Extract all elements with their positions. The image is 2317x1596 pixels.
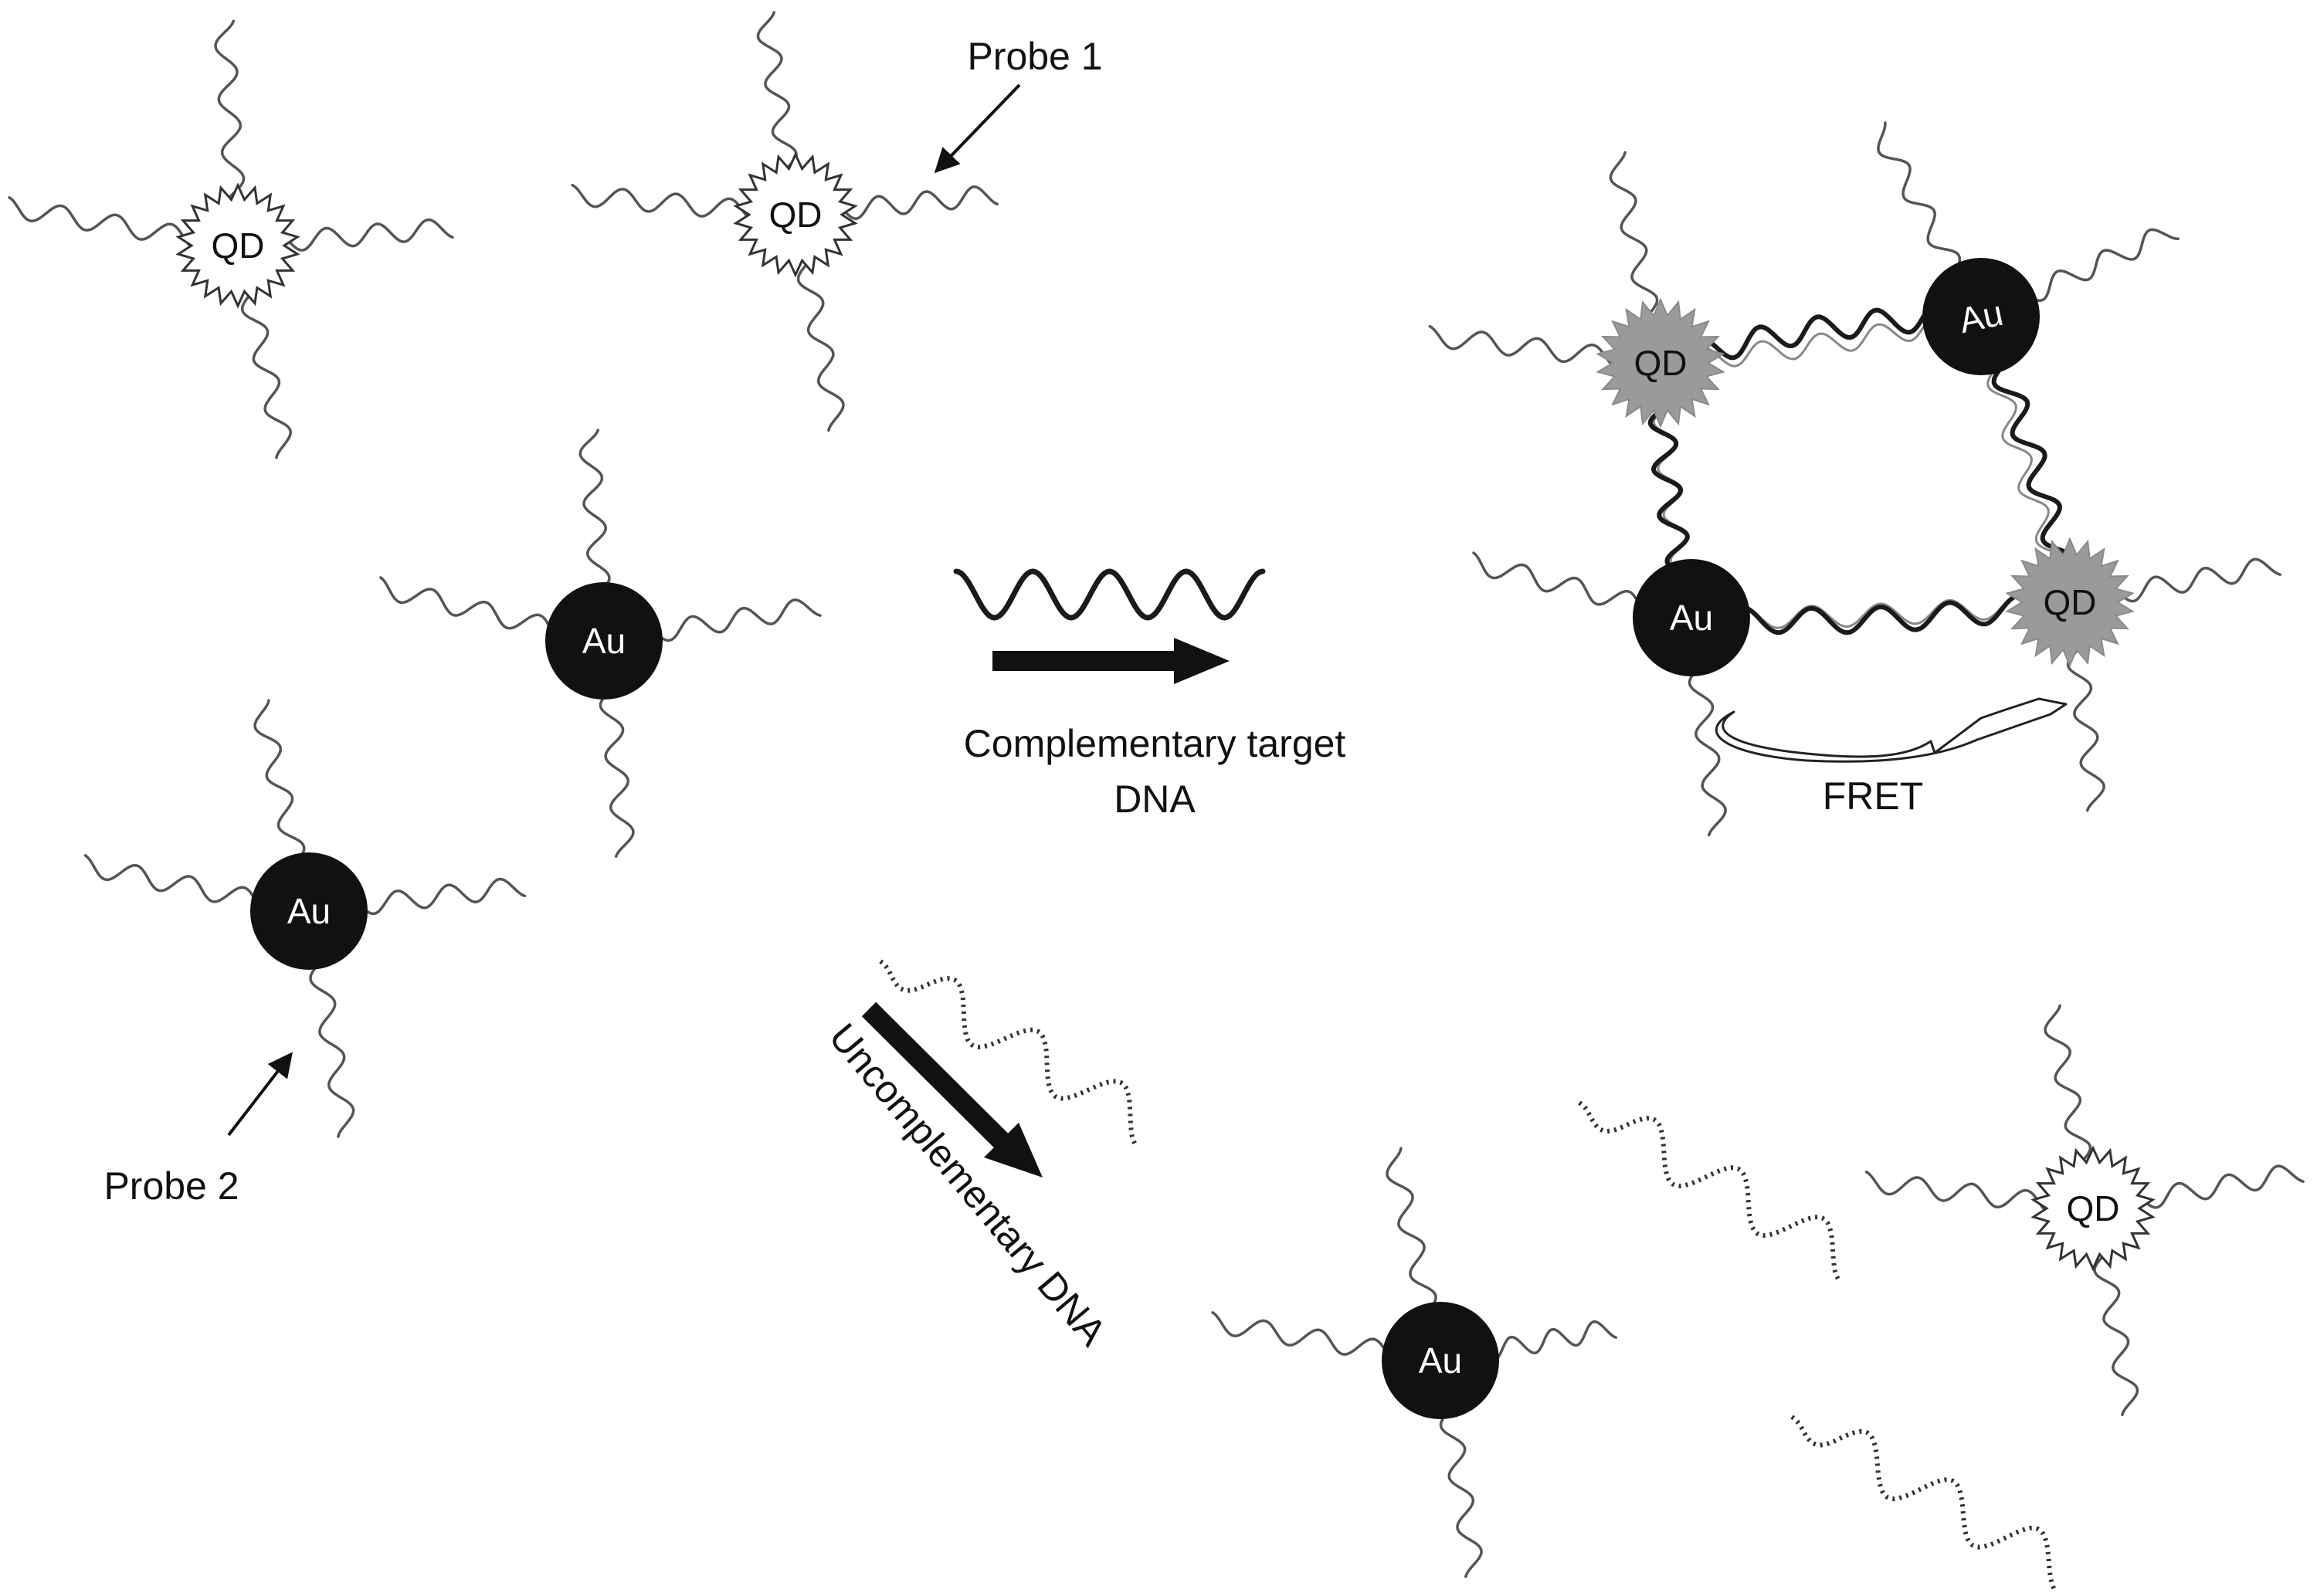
- fret-curved-arrow: [1715, 697, 2068, 763]
- complementary-label-line2: DNA: [1114, 778, 1196, 821]
- complementary-reaction: Complementary target DNA: [953, 568, 1346, 821]
- qd-free-2-particle: QD: [733, 151, 858, 278]
- qd-label: QD: [769, 195, 823, 235]
- uncomplementary-dna-strand-2: [1578, 1100, 1841, 1282]
- au-sphere-shape: [545, 582, 663, 700]
- qd-star-shape: [175, 182, 300, 309]
- au-label: Au: [287, 891, 331, 931]
- qd-label: QD: [2044, 582, 2097, 622]
- uncomplementary-label: Uncomplementary DNA: [821, 1015, 1115, 1354]
- probe1-label: Probe 1: [967, 35, 1102, 78]
- complementary-target-strand: [953, 568, 1266, 621]
- qd-bound-bottom-right: QD: [2005, 537, 2135, 668]
- au-label: Au: [1956, 293, 2007, 341]
- au-sphere-shape: [1382, 1302, 1499, 1419]
- qd-star-shape: [733, 151, 858, 278]
- qd-star-shape: [2005, 537, 2135, 668]
- qd-bound-top-left: QD: [1596, 297, 1725, 429]
- probe2-label: Probe 2: [103, 1164, 239, 1208]
- uncomplementary-reaction: Uncomplementary DNA: [821, 1001, 1115, 1354]
- fret-indicator: FRET: [1715, 697, 2068, 818]
- au-label: Au: [1419, 1340, 1462, 1381]
- probe1-pointer: Probe 1: [934, 35, 1103, 174]
- probe2-arrow: [227, 1052, 293, 1137]
- complementary-label-line1: Complementary target: [964, 722, 1346, 765]
- au-sphere-shape: [250, 852, 368, 970]
- probe1-arrow: [934, 83, 1021, 174]
- qd-free-bottom-particle: QD: [2030, 1145, 2156, 1272]
- au-sphere-shape: [1922, 258, 2040, 375]
- au-bound-top-right: Au: [1922, 258, 2040, 375]
- au-sphere-shape: [1633, 559, 1750, 676]
- complementary-arrow: [992, 638, 1230, 684]
- au-free-bottom-particle: Au: [1382, 1302, 1499, 1419]
- qd-label: QD: [2067, 1188, 2120, 1228]
- probe2-pointer: Probe 2: [103, 1052, 293, 1208]
- au-label: Au: [1670, 598, 1713, 638]
- au-bound-bottom-left: Au: [1633, 559, 1750, 676]
- qd-label: QD: [212, 225, 265, 266]
- uncomplementary-arrow: [861, 1001, 1043, 1178]
- qd-free-1-particle: QD: [175, 182, 300, 309]
- fret-label: FRET: [1823, 774, 1924, 818]
- au-free-2-particle: Au: [250, 852, 368, 970]
- hybrid-target-strand-4: [1689, 593, 2072, 635]
- au-free-1-particle: Au: [545, 582, 663, 700]
- qd-star-shape: [1596, 297, 1725, 429]
- uncomplementary-dna-strand-3: [1790, 1415, 2057, 1592]
- qd-label: QD: [1634, 343, 1688, 383]
- au-label: Au: [582, 621, 626, 661]
- qd-star-shape: [2030, 1145, 2156, 1272]
